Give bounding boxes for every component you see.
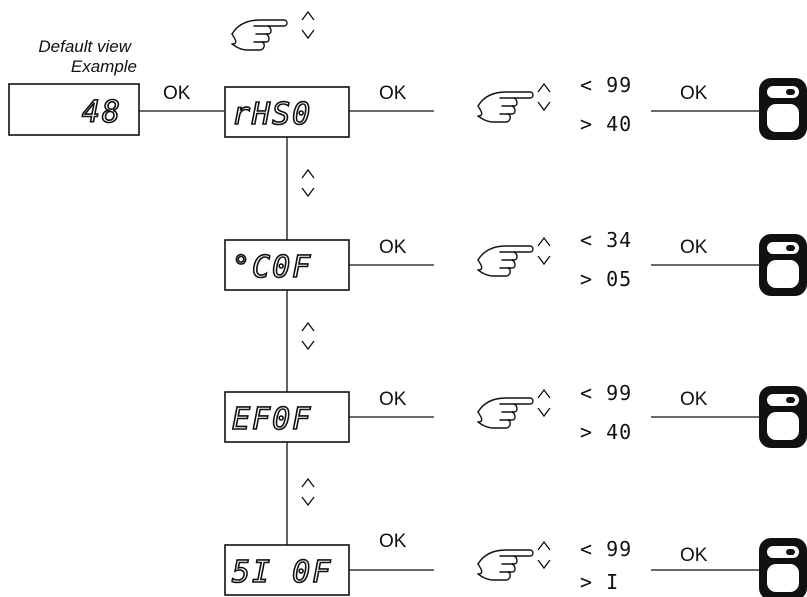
up-down-arrow-icon [301, 478, 315, 506]
up-down-arrow-icon [301, 322, 315, 350]
default-display: 48 [8, 83, 140, 136]
display-code-4: 5I 0F [232, 555, 332, 590]
display-code-1: rHS0 [232, 97, 312, 132]
display-code-3: EF0F [232, 402, 312, 437]
caption-example: Example [71, 57, 137, 76]
min-value-2: > 05 [580, 267, 632, 291]
default-display-value: 48 [82, 95, 122, 130]
display-box-1[interactable] [224, 86, 350, 138]
menu-row-2: °C0F OK < 34 > 05 OK [224, 228, 807, 296]
ok-label-1b: OK [680, 83, 708, 104]
ok-label-2a: OK [379, 237, 407, 258]
menu-row-1: rHS0 OK < 99 > 40 OK [224, 73, 807, 140]
hand-adjust-icon [477, 541, 551, 581]
max-value-3: < 99 [580, 381, 632, 405]
ok-label-3a: OK [379, 389, 407, 410]
display-code-2: °C0F [232, 250, 312, 285]
hand-pointing-up-down-icon [231, 11, 315, 51]
min-value-1: > 40 [580, 112, 632, 136]
thermostat-save-icon [759, 386, 807, 448]
min-value-4: > I [580, 570, 619, 594]
ok-label-1a: OK [379, 83, 407, 104]
thermostat-save-icon [759, 234, 807, 296]
menu-row-4: 5I 0F OK < 99 > I OK [224, 531, 807, 597]
ok-label-4b: OK [680, 545, 708, 566]
hand-adjust-icon [477, 237, 551, 277]
ok-label-default: OK [163, 83, 191, 104]
ok-label-4a: OK [379, 531, 407, 552]
thermostat-save-icon [759, 78, 807, 140]
display-box-2[interactable] [224, 239, 350, 291]
display-box-3[interactable] [224, 391, 350, 443]
max-value-4: < 99 [580, 537, 632, 561]
max-value-1: < 99 [580, 73, 632, 97]
ok-label-2b: OK [680, 237, 708, 258]
hand-adjust-icon [477, 83, 551, 123]
max-value-2: < 34 [580, 228, 632, 252]
caption-default-view: Default view [38, 37, 132, 56]
ok-label-3b: OK [680, 389, 708, 410]
hand-adjust-icon [477, 389, 551, 429]
thermostat-save-icon [759, 538, 807, 597]
up-down-arrow-icon [301, 169, 315, 197]
min-value-3: > 40 [580, 420, 632, 444]
menu-row-3: EF0F OK < 99 > 40 OK [224, 381, 807, 448]
